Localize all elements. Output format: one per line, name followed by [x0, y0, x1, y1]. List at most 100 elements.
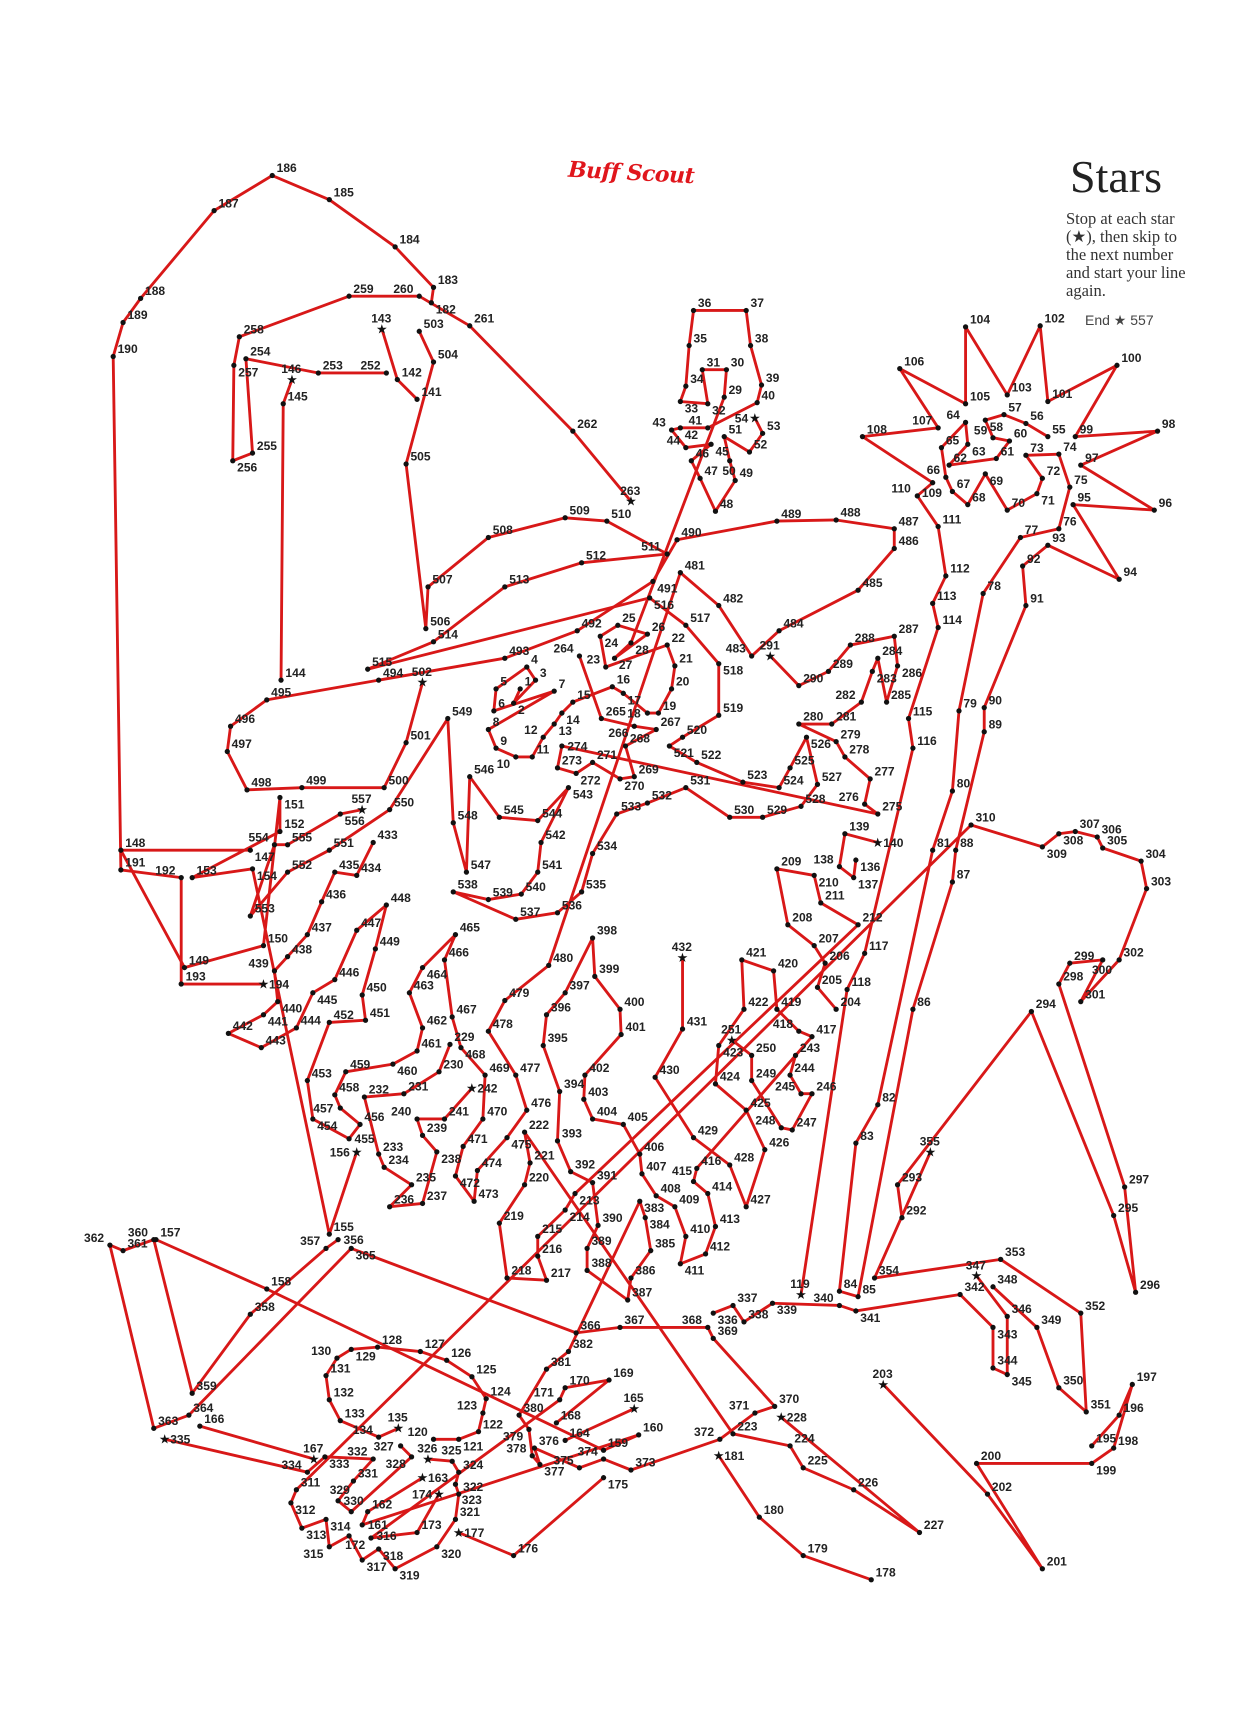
dot-number: 243 — [800, 1041, 820, 1055]
dot-marker — [513, 754, 519, 760]
dot: 109 — [922, 480, 942, 500]
dot-marker — [491, 708, 497, 714]
dot: 173 — [414, 1518, 442, 1536]
dot-number: 43 — [652, 416, 666, 430]
dot: 53 — [759, 419, 781, 436]
dot-number: 4 — [531, 653, 538, 667]
dot: 210 — [811, 872, 839, 889]
dot-number: 271 — [597, 748, 617, 762]
dot-number: 28 — [635, 643, 649, 657]
dot: 71 — [1034, 491, 1055, 508]
dot-number: 297 — [1129, 1173, 1149, 1187]
dot-marker — [853, 1308, 859, 1314]
dot: 126 — [444, 1346, 471, 1363]
dot-marker — [582, 1072, 588, 1078]
dot-number: 37 — [751, 296, 765, 310]
dot: 6 — [491, 697, 505, 714]
dot-number: 177 — [464, 1526, 484, 1540]
dot-number: 509 — [570, 504, 590, 518]
dot-number: 53 — [767, 419, 781, 433]
dot-marker — [447, 1041, 453, 1047]
dot-marker — [370, 1456, 376, 1462]
dot-number: 435 — [339, 858, 359, 872]
dot: 428 — [727, 1151, 755, 1168]
dot-marker — [485, 896, 492, 903]
dot: 62 — [946, 451, 967, 468]
dot-marker — [383, 902, 389, 908]
dot-marker — [186, 1412, 192, 1418]
dot: 459 — [343, 1057, 371, 1075]
dot-number: 471 — [468, 1132, 488, 1146]
dot: 300 — [1092, 957, 1112, 977]
dot-marker — [151, 1425, 157, 1431]
dot-number: 16 — [617, 672, 631, 686]
dot-number: 89 — [989, 717, 1003, 731]
dot-marker — [485, 726, 492, 733]
dot: 31 — [699, 355, 720, 373]
dot-number: 168 — [561, 1409, 581, 1423]
dot-marker — [1100, 845, 1106, 851]
dot-marker — [247, 1311, 253, 1317]
dot: 532 — [644, 789, 672, 806]
dot-number: 350 — [1063, 1373, 1083, 1387]
dot-marker — [323, 1245, 329, 1252]
dot-number: 384 — [650, 1218, 670, 1232]
dot: 308 — [1056, 831, 1084, 848]
dot-marker — [712, 1223, 719, 1230]
dot-number: 545 — [504, 803, 524, 817]
dot-number: 277 — [875, 765, 895, 779]
star-dot: ★194 — [258, 976, 290, 991]
dot-marker — [529, 754, 535, 760]
dot-number: 200 — [981, 1449, 1001, 1463]
dot-number: 430 — [660, 1063, 680, 1077]
dot-number: 87 — [957, 868, 971, 882]
dot-marker — [798, 1091, 804, 1097]
dot: 362 — [84, 1231, 113, 1248]
dot: 523 — [740, 768, 768, 785]
dot-marker — [343, 1069, 349, 1075]
dot: 513 — [502, 573, 530, 590]
dot: 530 — [727, 803, 755, 820]
dot: 214 — [562, 1207, 590, 1224]
dot-number: 312 — [295, 1503, 315, 1517]
dot-number: 281 — [836, 710, 856, 724]
dot-number: 30 — [731, 355, 745, 369]
dot: 321 — [452, 1505, 480, 1523]
dot: 159 — [600, 1436, 628, 1453]
dot: 27 — [611, 655, 633, 672]
dot-marker — [935, 624, 941, 631]
dot: 323 — [452, 1481, 482, 1507]
dot-marker — [769, 1300, 776, 1306]
dot-number: 210 — [819, 875, 839, 889]
dot-marker — [496, 814, 502, 820]
dot: 144 — [278, 666, 306, 683]
dot-marker — [326, 197, 332, 203]
dot: 147 — [247, 847, 275, 864]
dot-number: 84 — [844, 1277, 858, 1291]
dot: 429 — [690, 1123, 718, 1141]
dot-number: 329 — [330, 1483, 350, 1497]
dot-marker — [458, 1045, 464, 1051]
dot-marker — [694, 759, 700, 766]
dot-number: 527 — [822, 770, 842, 784]
dot-marker — [749, 653, 755, 659]
dot-number: 427 — [751, 1192, 771, 1206]
dot-number: 159 — [608, 1436, 628, 1450]
dot-marker — [293, 1025, 300, 1031]
dot: 10 — [497, 754, 519, 771]
dot: 260 — [393, 282, 422, 299]
dot: 99 — [1072, 422, 1093, 440]
dot-number: 52 — [754, 438, 768, 452]
dot-number: 67 — [957, 477, 971, 491]
dot-marker — [741, 1006, 747, 1012]
dot: 36 — [690, 296, 712, 314]
dot-number: 54 — [735, 411, 749, 425]
dot-number: 397 — [570, 979, 590, 993]
dot-number: 433 — [378, 828, 398, 842]
dot-number: 24 — [605, 636, 619, 650]
dot-number: 57 — [1008, 400, 1022, 414]
dot: 264 — [554, 642, 583, 659]
dot-marker — [1045, 433, 1051, 440]
dot: 283 — [869, 668, 897, 685]
dot: 504 — [430, 348, 458, 365]
